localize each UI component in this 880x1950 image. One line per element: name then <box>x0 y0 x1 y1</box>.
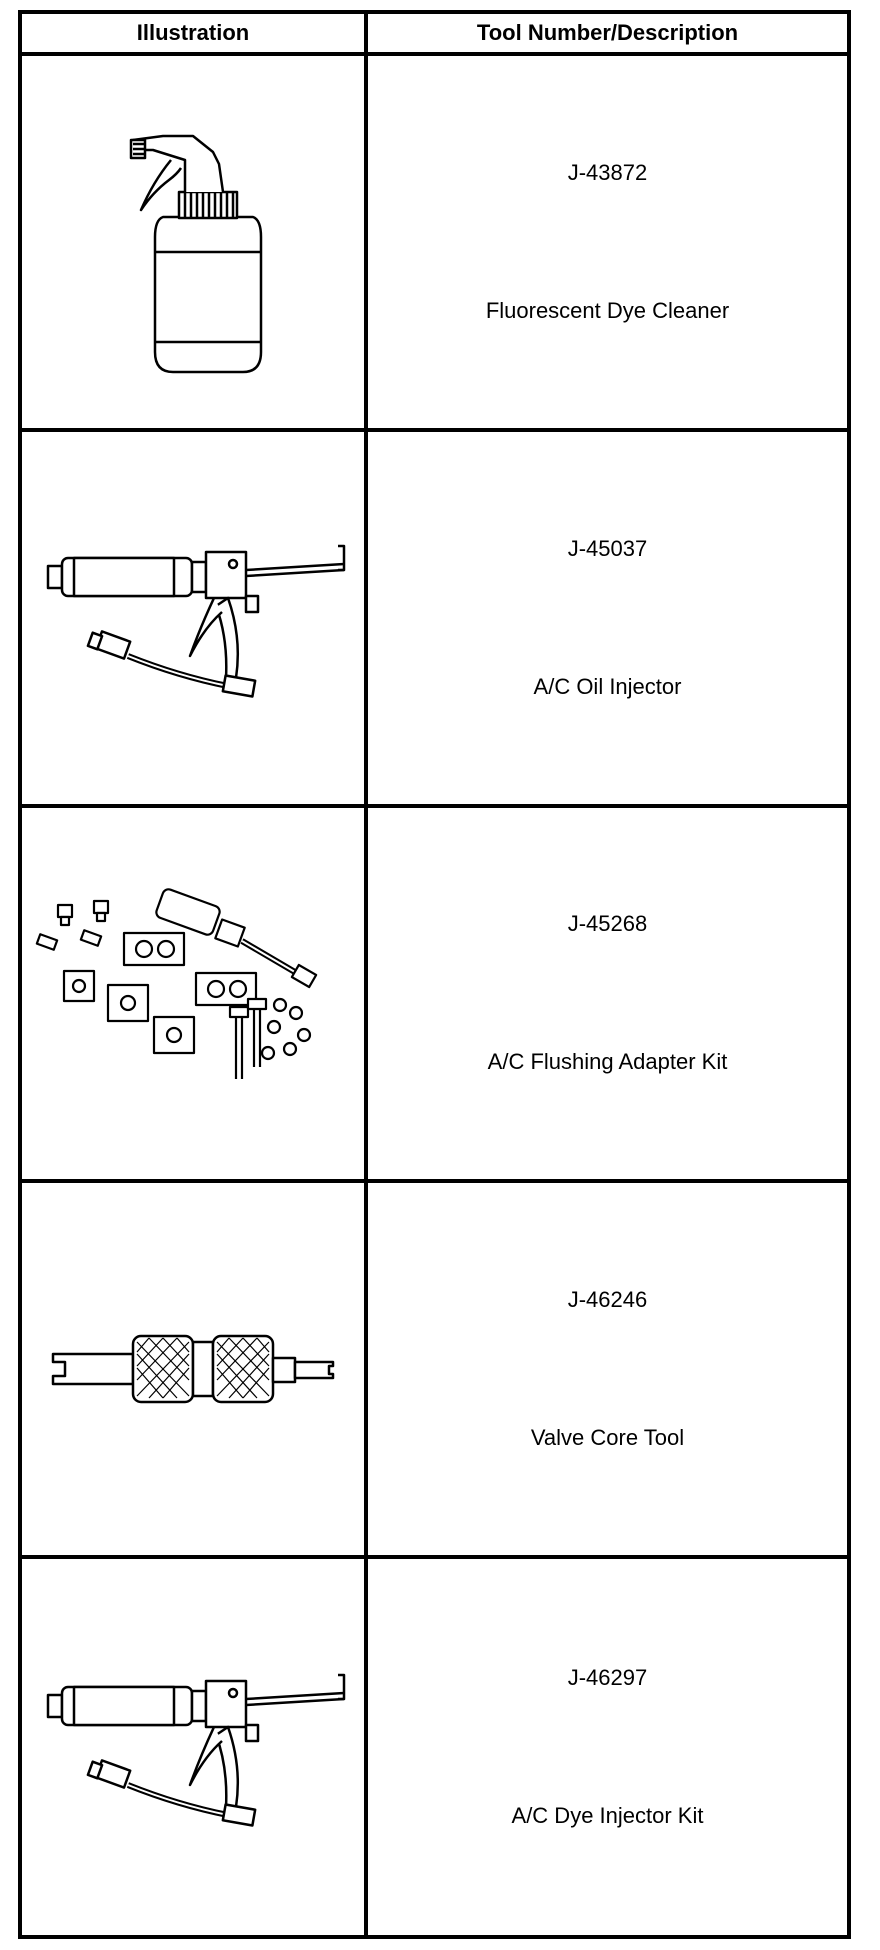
tool-description: Fluorescent Dye Cleaner <box>485 297 730 323</box>
tool-description: A/C Oil Injector <box>533 673 682 699</box>
valve-core-tool-icon <box>51 1335 335 1404</box>
tool-description: A/C Flushing Adapter Kit <box>487 1049 728 1075</box>
tool-description: A/C Dye Injector Kit <box>511 1803 704 1829</box>
description-cell: J-43872 Fluorescent Dye Cleaner <box>368 56 847 432</box>
description-cell: J-46246 Valve Core Tool <box>368 1183 847 1560</box>
header-tool-description: Tool Number/Description <box>368 14 847 56</box>
illustration-cell <box>22 1183 368 1560</box>
dye-injector-gun-icon <box>46 1673 346 1827</box>
header-illustration: Illustration <box>22 14 368 56</box>
tool-number: J-43872 <box>567 159 648 185</box>
description-cell: J-45268 A/C Flushing Adapter Kit <box>368 808 847 1184</box>
description-cell: J-45037 A/C Oil Injector <box>368 432 847 808</box>
tool-number: J-46246 <box>567 1287 648 1313</box>
flushing-adapter-kit-icon <box>35 888 318 1080</box>
illustration-cell <box>22 1559 368 1935</box>
tool-number: J-45268 <box>567 911 648 937</box>
illustration-cell <box>22 56 368 432</box>
oil-injector-gun-icon <box>46 544 346 698</box>
tool-number: J-46297 <box>567 1665 648 1691</box>
tool-description: Valve Core Tool <box>530 1425 685 1451</box>
illustration-cell <box>22 431 368 808</box>
tools-table: Illustration Tool Number/Description <box>18 10 851 1939</box>
description-cell: J-46297 A/C Dye Injector Kit <box>368 1559 847 1935</box>
illustration-cell <box>22 807 368 1184</box>
spray-bottle-icon <box>129 134 263 374</box>
tool-number: J-45037 <box>567 535 648 561</box>
